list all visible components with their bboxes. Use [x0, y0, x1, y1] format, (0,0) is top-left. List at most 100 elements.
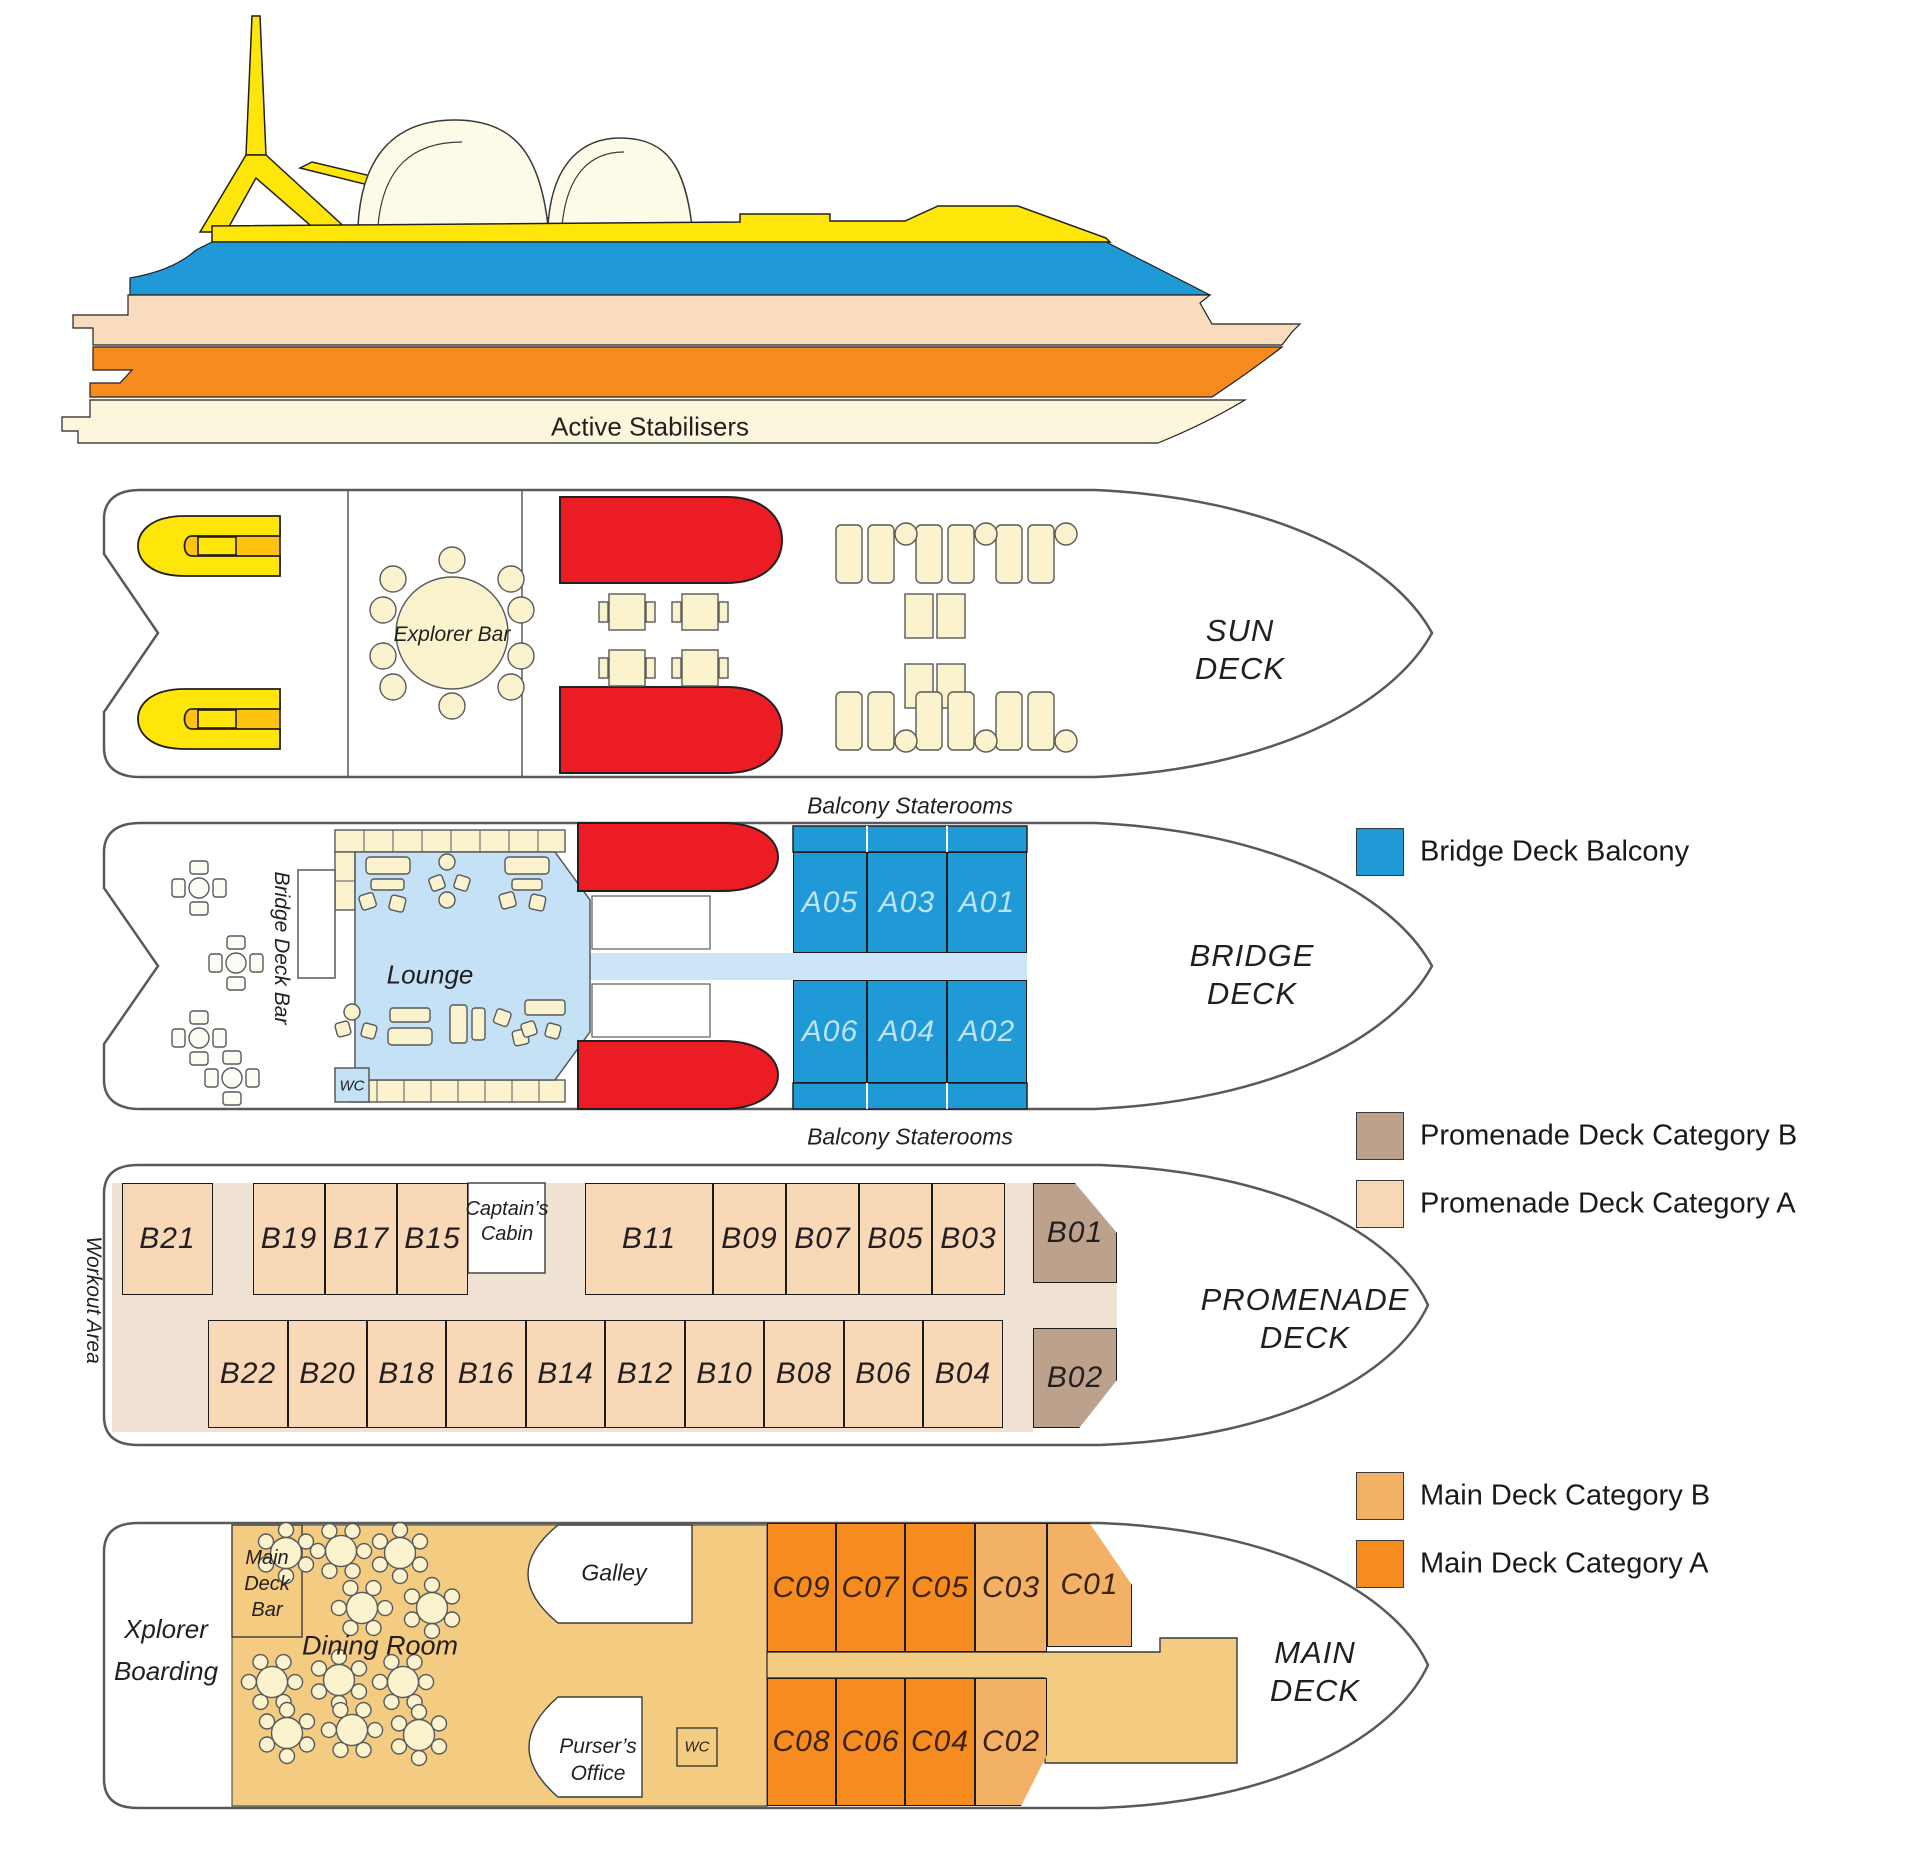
bridge-deck-name-line1: BRIDGE: [1189, 938, 1315, 973]
cabin-label: C06: [841, 1725, 900, 1758]
legend-swatch-promenade-b: [1356, 1112, 1404, 1160]
cabin-A01: A01: [947, 852, 1027, 953]
sun-deck-name: SUN DECK: [1195, 612, 1285, 688]
bridge-deck-bar-label: Bridge Deck Bar: [270, 871, 293, 1025]
cabin-A05: A05: [793, 852, 867, 953]
cabin-label: B12: [616, 1357, 674, 1390]
cabin-label: B19: [260, 1222, 318, 1255]
cabin-B09: B09: [713, 1183, 786, 1295]
cabin-A02: A02: [947, 980, 1027, 1083]
cabin-label: A03: [878, 885, 936, 919]
galley-label: Galley: [581, 1559, 647, 1586]
promenade-deck-name-line2: DECK: [1259, 1320, 1351, 1355]
bridge-wc-label: WC: [339, 1077, 365, 1095]
main-deck-name-line1: MAIN: [1274, 1635, 1356, 1670]
main-wc-label: WC: [684, 1738, 710, 1756]
cabin-C08: C08: [767, 1678, 836, 1806]
sun-deck-name-line2: DECK: [1194, 651, 1286, 686]
legend-label-main-a: Main Deck Category A: [1420, 1547, 1709, 1580]
cabin-A03: A03: [867, 852, 947, 953]
cabin-B16: B16: [446, 1320, 526, 1428]
cabin-label: A01: [958, 885, 1016, 919]
cabin-label: B17: [332, 1222, 390, 1255]
cabin-label: A05: [801, 885, 859, 919]
cabin-B08: B08: [764, 1320, 844, 1428]
cabin-B01: B01: [1033, 1183, 1117, 1283]
bridge-deck-name: BRIDGE DECK: [1190, 937, 1315, 1013]
cabin-B03: B03: [932, 1183, 1005, 1295]
cabin-label: B05: [867, 1222, 924, 1255]
cabin-B19: B19: [253, 1183, 325, 1295]
pursers-office-line1: Purser’s: [559, 1735, 637, 1758]
explorer-bar-table: [369, 546, 535, 720]
cabin-label: B04: [934, 1357, 992, 1390]
cabin-label: B02: [1046, 1361, 1104, 1394]
cabin-B15: B15: [397, 1183, 468, 1295]
bridge-deck-name-line2: DECK: [1206, 976, 1298, 1011]
lounge-furniture: [334, 853, 566, 1047]
cabin-B10: B10: [685, 1320, 764, 1428]
pursers-office-label: Purser’s Office: [559, 1733, 636, 1787]
cabin-C07: C07: [836, 1523, 905, 1652]
cabin-label: B06: [855, 1357, 912, 1390]
cabin-B22: B22: [208, 1320, 288, 1428]
cabin-label: A06: [801, 1014, 859, 1048]
cabin-label: B15: [404, 1222, 461, 1255]
cabin-B18: B18: [367, 1320, 446, 1428]
cabin-B07: B07: [786, 1183, 859, 1295]
cabin-B06: B06: [844, 1320, 923, 1428]
cabin-label: C07: [841, 1570, 900, 1604]
cabin-B05: B05: [859, 1183, 932, 1295]
cabin-label: A02: [958, 1014, 1016, 1048]
legend-swatch-main-b: [1356, 1472, 1404, 1520]
balcony-staterooms-bottom-label: Balcony Staterooms: [807, 1123, 1013, 1150]
cabin-label: B21: [139, 1222, 196, 1255]
cabin-label: B09: [721, 1222, 778, 1255]
cabin-label: C05: [910, 1570, 970, 1604]
cabin-label: B10: [696, 1357, 753, 1390]
main-deck-bar-line1: Main: [245, 1547, 289, 1569]
cabin-C03: C03: [975, 1523, 1047, 1652]
cabin-label: B14: [537, 1357, 594, 1390]
cabin-label: B03: [940, 1222, 997, 1255]
cabin-label: B20: [299, 1357, 356, 1390]
main-deck-name-line2: DECK: [1269, 1673, 1361, 1708]
legend-label-promenade-b: Promenade Deck Category B: [1420, 1119, 1798, 1152]
legend-label-promenade-a: Promenade Deck Category A: [1420, 1187, 1796, 1220]
promenade-deck-name-line1: PROMENADE: [1200, 1282, 1410, 1317]
cabin-B17: B17: [325, 1183, 397, 1295]
cabin-label: C02: [981, 1725, 1041, 1758]
cabin-label: B08: [775, 1357, 833, 1390]
ship-profile-illustration: [61, 15, 1302, 444]
cabin-label: C04: [910, 1725, 970, 1758]
captains-cabin-line1: Captain’s: [465, 1198, 549, 1220]
legend-swatch-bridge-balcony: [1356, 828, 1404, 876]
cabin-C04: C04: [905, 1678, 975, 1806]
sun-deck-name-line1: SUN: [1205, 613, 1275, 648]
cabin-label: B01: [1046, 1216, 1104, 1249]
legend-label-bridge-balcony: Bridge Deck Balcony: [1420, 835, 1690, 868]
cabin-C09: C09: [767, 1523, 836, 1652]
cabin-label: B07: [794, 1222, 851, 1255]
main-deck-bar-label: Main Deck Bar: [244, 1545, 290, 1623]
cabin-label: C09: [772, 1570, 831, 1604]
cabin-label: C01: [1060, 1568, 1119, 1601]
cabin-B04: B04: [923, 1320, 1003, 1428]
xplorer-boarding-line1: Xplorer: [124, 1614, 208, 1644]
cabin-B14: B14: [526, 1320, 605, 1428]
cabin-label: C08: [772, 1725, 831, 1758]
captains-cabin-line2: Cabin: [480, 1223, 534, 1245]
xplorer-boarding-label: Xplorer Boarding: [114, 1608, 218, 1692]
cabin-label: B16: [457, 1357, 515, 1390]
main-deck-bar-line2: Deck: [244, 1573, 290, 1595]
cabin-C05: C05: [905, 1523, 975, 1652]
legend-swatch-main-a: [1356, 1540, 1404, 1588]
legend-label-main-b: Main Deck Category B: [1420, 1479, 1711, 1512]
cabin-B11: B11: [585, 1183, 713, 1295]
active-stabilisers-label: Active Stabilisers: [551, 411, 749, 442]
captains-cabin-label: Captain’s Cabin: [465, 1197, 548, 1247]
bridge-deck-plan: [102, 821, 1434, 1111]
legend-swatch-promenade-a: [1356, 1180, 1404, 1228]
